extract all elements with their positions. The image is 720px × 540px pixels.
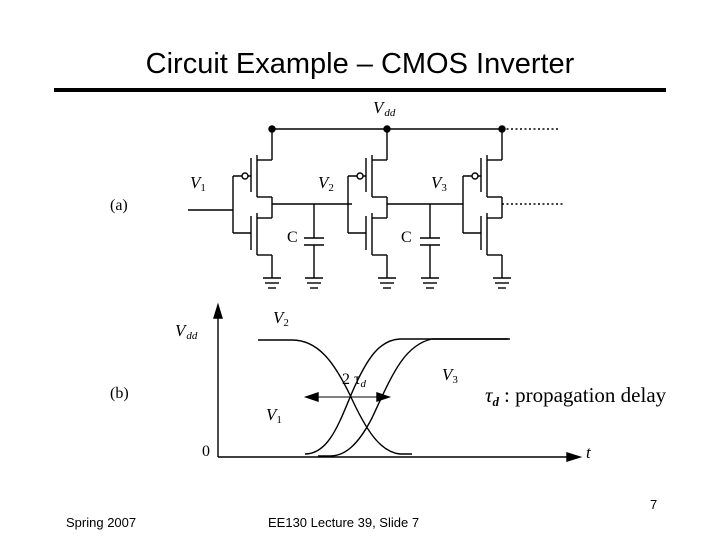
inverter-3 (462, 129, 511, 289)
capacitor-label-1: C (287, 229, 298, 246)
x-axis-arrowhead (566, 452, 583, 462)
curve-v1-label: V1 (266, 405, 282, 426)
figure-b-plot (213, 302, 583, 462)
part-b-label: (b) (110, 385, 129, 402)
figure-a-circuit (188, 125, 563, 289)
capacitor-label-2: C (401, 229, 412, 246)
inverter-2 (347, 129, 463, 289)
vdd-label: Vdd (373, 98, 396, 119)
page-number: 7 (650, 497, 658, 512)
y-axis-arrowhead (213, 302, 223, 319)
y-axis-zero-label: 0 (202, 443, 210, 460)
propagation-delay-legend: τd: propagation delay (485, 383, 667, 409)
curve-v3-label: V3 (442, 365, 458, 386)
title-underline (54, 88, 666, 92)
slide-title: Circuit Example – CMOS Inverter (145, 48, 575, 80)
footer-date: Spring 2007 (66, 515, 137, 530)
x-axis-label: t (586, 443, 592, 462)
inverter-1 (232, 129, 352, 289)
v2-label: V2 (318, 173, 334, 194)
delay-arrowhead-right (376, 392, 392, 402)
y-axis-vdd-label: Vdd (175, 321, 198, 342)
curve-v2-label: V2 (273, 308, 289, 329)
delay-label: 2 τd (342, 371, 366, 390)
v1-label: V1 (190, 173, 206, 194)
v3-label: V3 (431, 173, 447, 194)
curve-v2 (258, 339, 412, 455)
part-a-label: (a) (110, 197, 128, 214)
delay-arrowhead-left (303, 392, 319, 402)
curve-v1 (304, 338, 508, 455)
curve-v3 (318, 338, 510, 457)
footer-course: EE130 Lecture 39, Slide 7 (268, 515, 420, 530)
